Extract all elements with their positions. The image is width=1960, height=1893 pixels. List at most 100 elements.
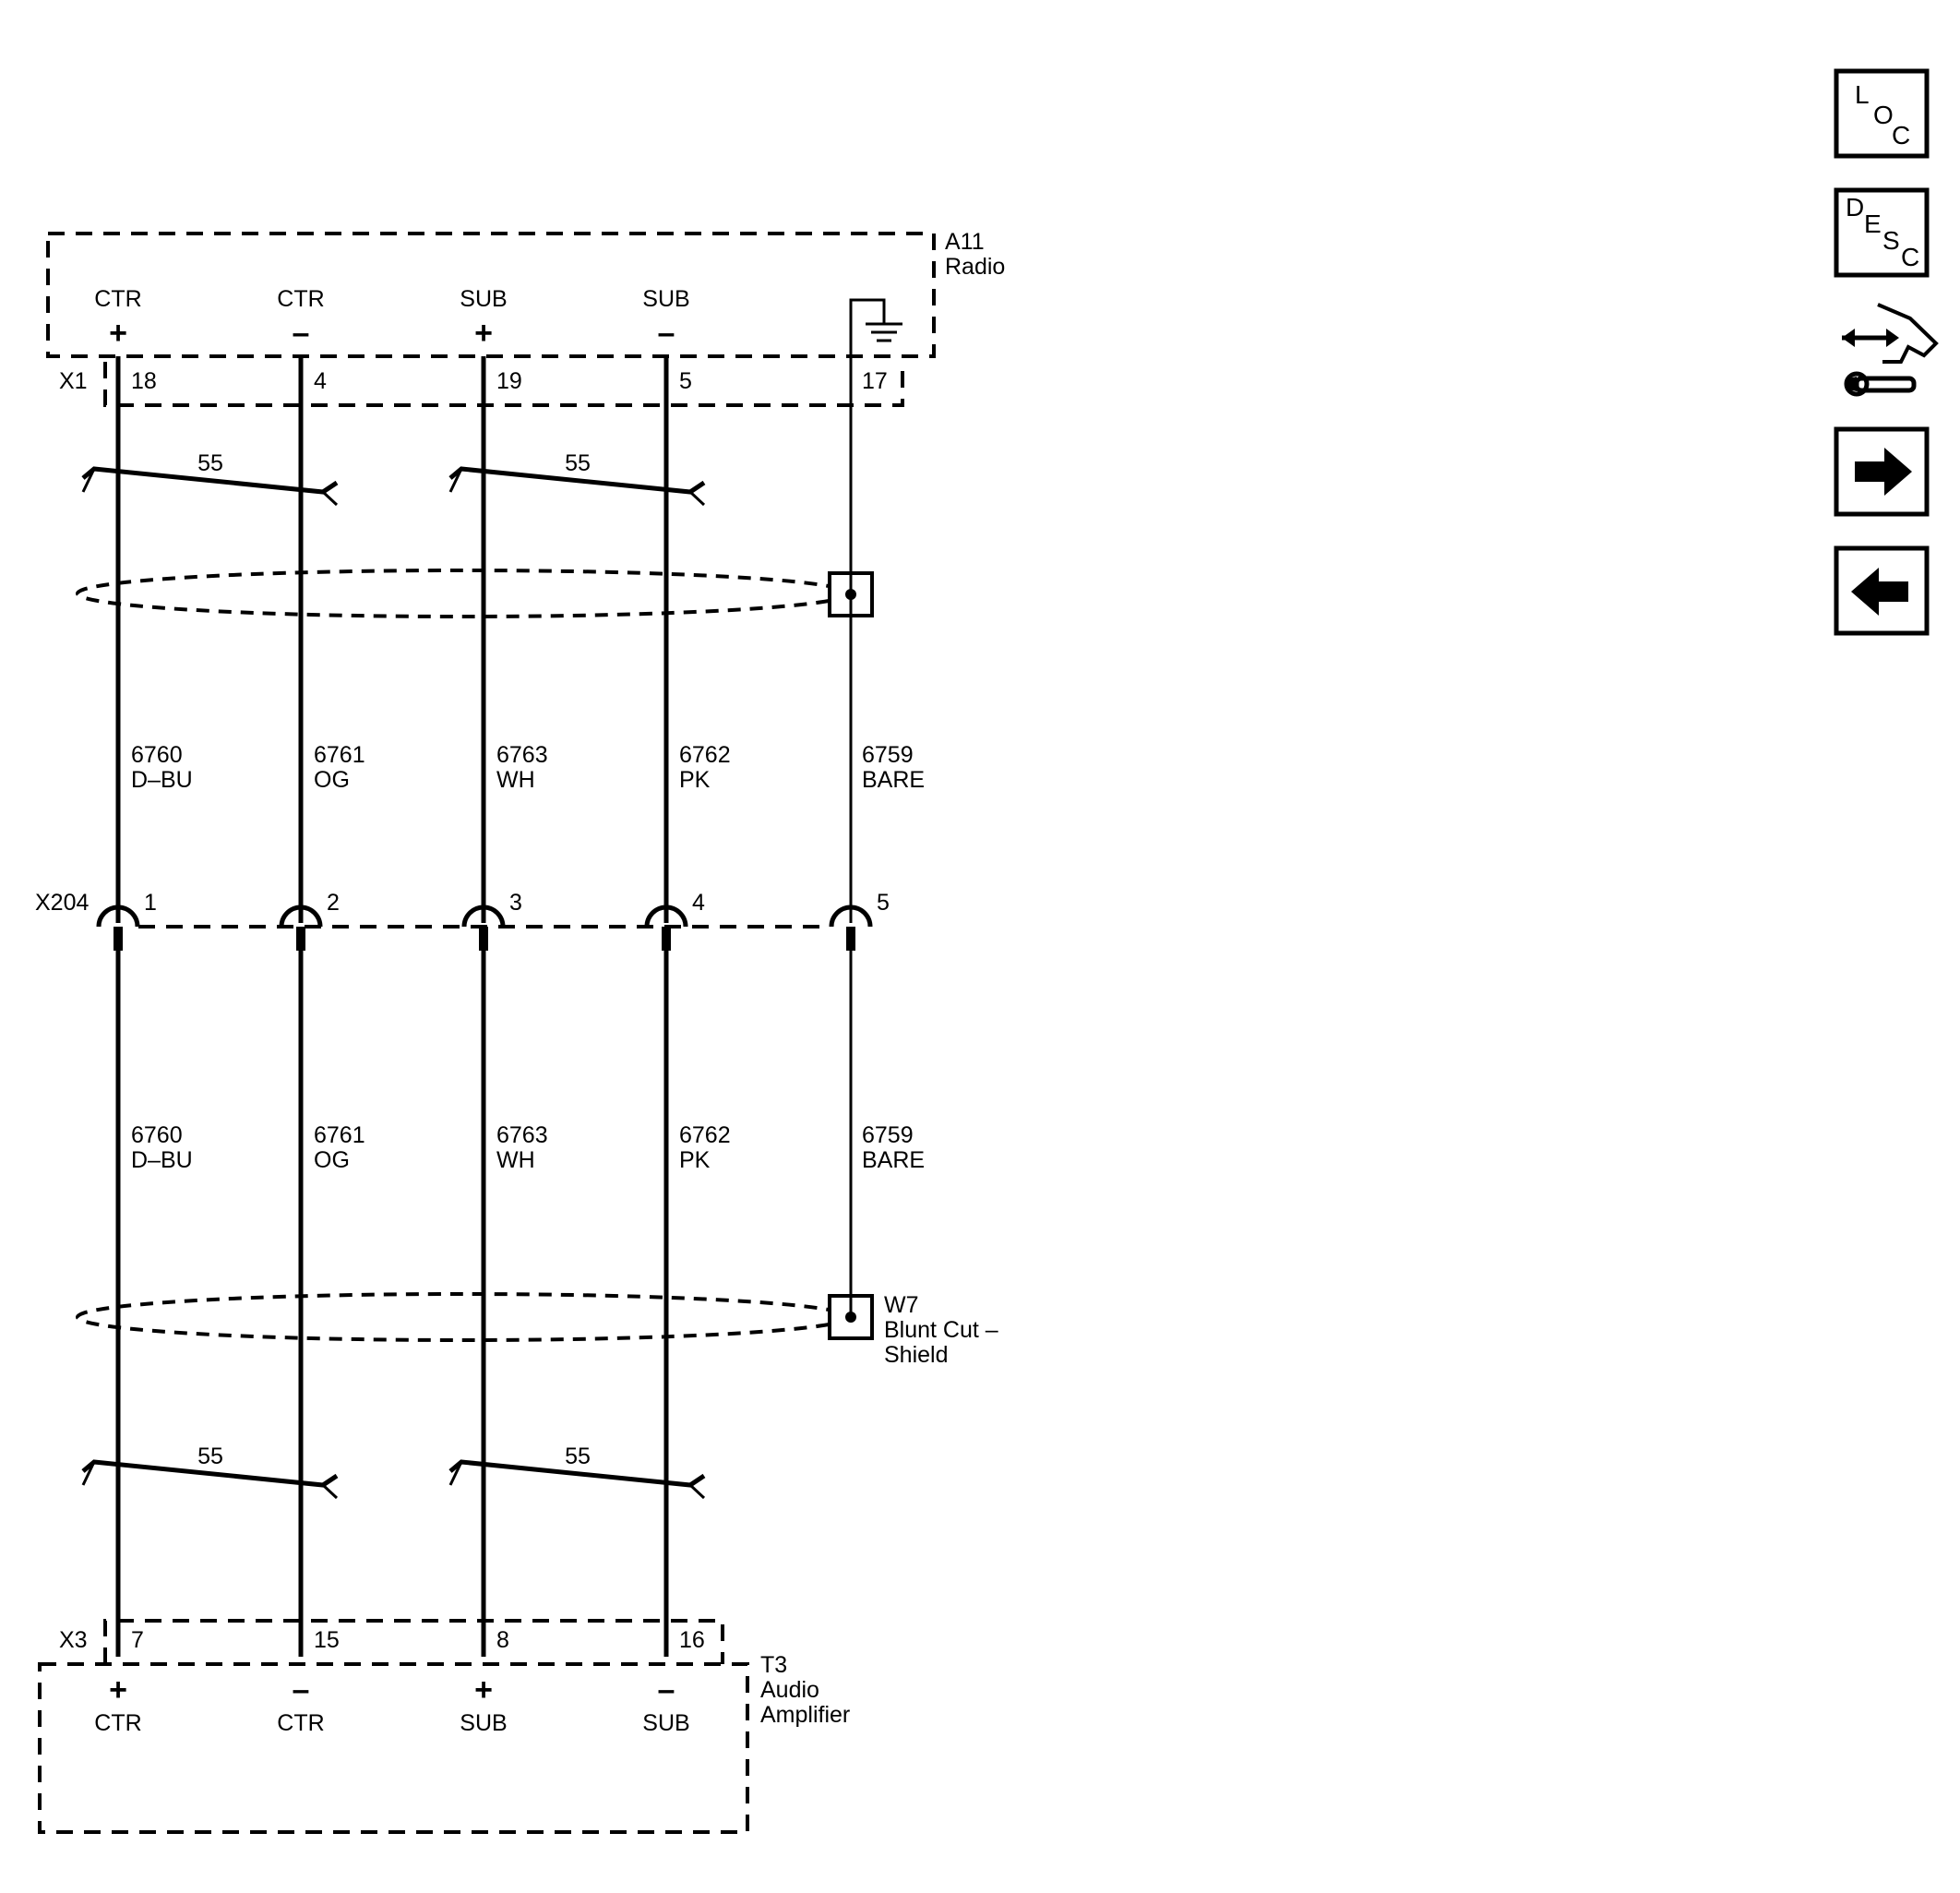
x204-cavity-c4-icon xyxy=(644,905,688,928)
radio-ref-label: A11 xyxy=(945,229,985,255)
lower-circuit-c4: 6762 xyxy=(679,1122,731,1148)
desc-letter-1: D xyxy=(1846,193,1864,222)
ground-symbol-icon xyxy=(849,298,902,367)
twist-lower-sub-icon xyxy=(448,1459,706,1488)
twist-lower-ctr-label: 55 xyxy=(197,1444,223,1469)
lower-color-c1: D–BU xyxy=(131,1147,193,1173)
connector-x1-label: X1 xyxy=(59,368,88,394)
connector-repair-icon xyxy=(1842,303,1939,397)
connector-x1-outline xyxy=(103,362,904,407)
lower-circuit-c1: 6760 xyxy=(131,1122,183,1148)
upper-circuit-c2: 6761 xyxy=(314,742,365,768)
twist-upper-sub-tick-left xyxy=(448,468,463,493)
x204-pin-c4: 4 xyxy=(692,890,705,916)
wires xyxy=(114,356,855,1657)
splice-w7-ref: W7 xyxy=(884,1292,919,1318)
lower-color-c2: OG xyxy=(314,1147,350,1173)
upper-color-c2: OG xyxy=(314,767,350,793)
twist-upper-sub-tick-right xyxy=(688,490,706,507)
radio-terminal-c2-signal: CTR xyxy=(277,286,324,312)
shield-upper-oval xyxy=(76,569,851,618)
desc-letter-3: S xyxy=(1882,226,1900,255)
upper-color-drain: BARE xyxy=(862,767,925,793)
wire-labels-lower: 6760 D–BU 6761 OG 6763 WH 6762 PK 6759 B… xyxy=(131,1122,925,1173)
x204-pin-c1: 1 xyxy=(144,890,157,916)
radio-component: A11 Radio CTR CTR SUB SUB + – + – xyxy=(46,229,1005,367)
lower-color-drain: BARE xyxy=(862,1147,925,1173)
upper-circuit-c3: 6763 xyxy=(496,742,548,768)
shield-lower: W7 Blunt Cut – Shield xyxy=(76,1292,998,1368)
amplifier-name-line2: Amplifier xyxy=(760,1702,850,1728)
x204-pin-c3: 3 xyxy=(509,890,522,916)
amplifier-component: T3 Audio Amplifier + – + – CTR CTR SUB S… xyxy=(38,1652,850,1834)
amp-terminal-c3-signal: SUB xyxy=(460,1710,507,1736)
x204-cavity-c3-icon xyxy=(461,905,506,928)
twist-upper-ctr-label: 55 xyxy=(197,450,223,476)
x204-terminal-drain xyxy=(846,927,855,951)
connector-repair-button[interactable] xyxy=(1842,303,1939,397)
x204-cavity-c2-icon xyxy=(279,905,323,928)
loc-button[interactable]: L O C xyxy=(1834,68,1930,159)
radio-terminal-c2-polarity: – xyxy=(293,316,310,351)
connector-x3-outline xyxy=(103,1619,724,1664)
amplifier-ref-label: T3 xyxy=(760,1652,787,1678)
splice-w7-desc-line2: Shield xyxy=(884,1342,949,1368)
twist-lower-ctr-tick-left xyxy=(81,1461,96,1486)
connector-x204-label: X204 xyxy=(35,890,89,916)
x1-pin-c2: 4 xyxy=(314,368,327,394)
lower-circuit-c3: 6763 xyxy=(496,1122,548,1148)
next-button[interactable] xyxy=(1834,426,1930,517)
arrow-left-icon xyxy=(1851,568,1908,616)
upper-color-c4: PK xyxy=(679,767,711,793)
desc-letter-2: E xyxy=(1864,210,1882,238)
desc-letter-4: C xyxy=(1901,243,1919,271)
radio-terminal-c4-polarity: – xyxy=(658,316,675,351)
upper-color-c1: D–BU xyxy=(131,767,193,793)
radio-name-label: Radio xyxy=(945,254,1005,280)
wire-labels-upper: 6760 D–BU 6761 OG 6763 WH 6762 PK 6759 B… xyxy=(131,742,925,793)
lower-color-c4: PK xyxy=(679,1147,711,1173)
twist-upper-ctr-tick-right xyxy=(321,490,339,507)
connector-x3: X3 7 15 8 16 xyxy=(59,1619,724,1664)
splice-w7-desc-line1: Blunt Cut – xyxy=(884,1317,998,1343)
x204-cavity-c1-icon xyxy=(96,905,140,928)
amp-terminal-c2-polarity: – xyxy=(293,1672,310,1707)
radio-housing-outline xyxy=(46,232,936,358)
twist-upper-ctr-icon xyxy=(81,466,339,495)
twist-lower-ctr-tick-right xyxy=(321,1483,339,1500)
x1-pin-c3: 19 xyxy=(496,368,522,394)
x204-terminal-c1 xyxy=(114,927,123,951)
twist-upper-sub-icon xyxy=(448,466,706,495)
twisted-pair-upper: 55 55 xyxy=(81,450,706,507)
x204-terminal-c4 xyxy=(662,927,671,951)
twist-lower-sub-tick-right xyxy=(688,1483,706,1500)
connector-x3-label: X3 xyxy=(59,1627,88,1653)
x204-pin-c2: 2 xyxy=(327,890,340,916)
lower-circuit-c2: 6761 xyxy=(314,1122,365,1148)
twisted-pair-lower: 55 55 xyxy=(81,1444,706,1500)
twist-upper-ctr-tick-left xyxy=(81,468,96,493)
loc-letter-3: C xyxy=(1892,121,1910,150)
twist-lower-ctr-icon xyxy=(81,1459,339,1488)
previous-button[interactable] xyxy=(1834,545,1930,636)
upper-circuit-c4: 6762 xyxy=(679,742,731,768)
shield-lower-oval xyxy=(76,1292,851,1342)
arrow-right-icon xyxy=(1855,448,1912,496)
x3-pin-c2: 15 xyxy=(314,1627,340,1653)
connector-x1: X1 18 4 19 5 17 xyxy=(59,362,904,407)
x204-cavity-drain-icon xyxy=(829,905,873,928)
desc-button[interactable]: D E S C xyxy=(1834,187,1930,278)
loc-letter-2: O xyxy=(1873,101,1894,129)
lower-color-c3: WH xyxy=(496,1147,535,1173)
amp-terminal-c4-polarity: – xyxy=(658,1672,675,1707)
x1-pin-c4: 5 xyxy=(679,368,692,394)
upper-circuit-c1: 6760 xyxy=(131,742,183,768)
connector-x204: X204 1 2 3 4 5 xyxy=(35,890,890,929)
upper-circuit-drain: 6759 xyxy=(862,742,914,768)
x1-pin-drain: 17 xyxy=(862,368,888,394)
upper-color-c3: WH xyxy=(496,767,535,793)
x204-terminal-c3 xyxy=(479,927,488,951)
amp-terminal-c4-signal: SUB xyxy=(642,1710,689,1736)
radio-terminal-c1-signal: CTR xyxy=(94,286,141,312)
